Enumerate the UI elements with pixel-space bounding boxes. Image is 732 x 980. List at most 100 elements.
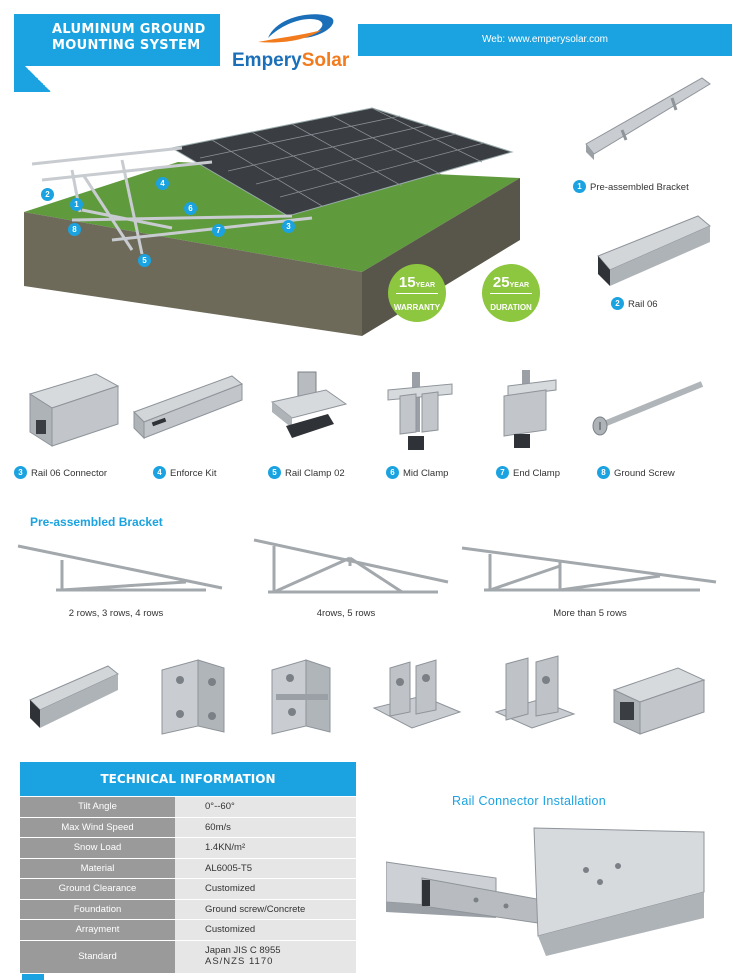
- component-7-label: End Clamp: [513, 468, 560, 480]
- duration-unit: YEAR: [509, 282, 530, 289]
- rail-06-image: [597, 215, 711, 286]
- component-6-label: Mid Clamp: [403, 468, 449, 480]
- spec-key: Material: [20, 858, 175, 878]
- logo-text: EmperySolar: [232, 50, 349, 72]
- spec-key: Tilt Angle: [20, 797, 175, 817]
- component-3-num: 3: [14, 466, 27, 479]
- spec-value: AL6005-T5: [175, 858, 356, 878]
- component-7-caption: 7 End Clamp: [496, 466, 560, 480]
- spec-value: Ground screw/Concrete: [175, 899, 356, 919]
- spec-key: Max Wind Speed: [20, 817, 175, 837]
- base-bracket-image: [372, 659, 462, 729]
- component-8-num: 8: [597, 466, 610, 479]
- callout-8: 8: [68, 223, 81, 236]
- title-banner: ALUMINUM GROUND MOUNTING SYSTEM: [14, 14, 220, 66]
- rear-support-image: [494, 655, 576, 729]
- component-2-caption: 2 Rail 06: [611, 297, 658, 311]
- bracket-section-title: Pre-assembled Bracket: [30, 515, 163, 529]
- mid-clamp-image: [387, 372, 453, 450]
- component-5-caption: 5 Rail Clamp 02: [268, 466, 345, 480]
- page-marker: [22, 974, 44, 980]
- pre-assembled-bracket-image: [585, 77, 711, 160]
- spec-key: Arrayment: [20, 920, 175, 940]
- spec-value: Customized: [175, 920, 356, 940]
- enforce-kit-image: [133, 375, 243, 440]
- component-1-num: 1: [573, 180, 586, 193]
- bracket-variant-1-image: [17, 544, 223, 592]
- component-3-label: Rail 06 Connector: [31, 468, 108, 480]
- component-3-caption: 3 Rail 06 Connector: [14, 466, 108, 480]
- duration-number: 25: [492, 274, 510, 291]
- logo-text-solar: Solar: [301, 50, 350, 71]
- logo: [228, 8, 350, 78]
- duration-badge: 25YEAR DURATION: [482, 264, 540, 322]
- spec-key: Ground Clearance: [20, 879, 175, 899]
- install-section-title: Rail Connector Installation: [452, 794, 607, 808]
- component-8-caption: 8 Ground Screw: [597, 466, 675, 480]
- bracket-variant-1-label: 2 rows, 3 rows, 4 rows: [68, 608, 164, 619]
- mid-connector-image: [271, 659, 331, 735]
- title-banner-tail: [14, 66, 62, 92]
- spec-value: 60m/s: [175, 817, 356, 837]
- component-1-caption: 1 Pre-assembled Bracket: [573, 180, 689, 194]
- component-5-label: Rail Clamp 02: [285, 468, 345, 480]
- technical-info-title: TECHNICAL INFORMATION: [20, 762, 356, 796]
- title-line-2: MOUNTING SYSTEM: [52, 38, 201, 53]
- component-2-label: Rail 06: [628, 299, 658, 311]
- duration-label: DURATION: [490, 303, 532, 312]
- callout-4: 4: [156, 177, 169, 190]
- component-6-num: 6: [386, 466, 399, 479]
- warranty-number: 15: [398, 274, 416, 291]
- component-4-label: Enforce Kit: [170, 468, 217, 480]
- component-6-caption: 6 Mid Clamp: [386, 466, 449, 480]
- bracket-variant-2-image: [253, 538, 449, 594]
- callout-1: 1: [70, 198, 83, 211]
- spec-key: Foundation: [20, 899, 175, 919]
- logo-text-empery: Empery: [232, 50, 302, 71]
- title-line-1: ALUMINUM GROUND: [52, 22, 206, 37]
- bracket-variant-3-image: [461, 546, 717, 592]
- splice-connector-image: [161, 659, 225, 735]
- solar-array-illustration: [24, 107, 520, 336]
- ground-screw-image: [592, 381, 704, 436]
- square-tube-image: [612, 667, 706, 735]
- spec-value-line-1: Japan JIS C 8955: [205, 944, 281, 956]
- rail-connector-installation-image: [386, 826, 710, 976]
- component-7-num: 7: [496, 466, 509, 479]
- callout-5: 5: [138, 254, 151, 267]
- callout-3: 3: [282, 220, 295, 233]
- component-2-num: 2: [611, 297, 624, 310]
- bracket-variant-2-label: 4rows, 5 rows: [316, 608, 376, 619]
- spec-value: 0°--60°: [175, 797, 356, 817]
- callout-7: 7: [212, 224, 225, 237]
- bracket-variant-3-label: More than 5 rows: [553, 608, 627, 619]
- rail-06-connector-image: [28, 373, 120, 447]
- component-8-label: Ground Screw: [614, 468, 675, 480]
- callout-6: 6: [184, 202, 197, 215]
- spec-value: Customized: [175, 879, 356, 899]
- warranty-label: WARRANTY: [393, 303, 441, 312]
- end-clamp-image: [503, 370, 557, 448]
- rail-part-image: [29, 665, 119, 728]
- web-address-bar[interactable]: Web: www.emperysolar.com: [358, 24, 732, 56]
- spec-value-line-2: AS/NZS 1170: [205, 955, 274, 967]
- callout-2: 2: [41, 188, 54, 201]
- component-1-label: Pre-assembled Bracket: [590, 182, 689, 194]
- spec-value: 1.4KN/m²: [175, 838, 356, 858]
- logo-swoosh-icon: [258, 14, 334, 43]
- spec-key: Standard: [20, 940, 175, 973]
- warranty-unit: YEAR: [415, 282, 436, 289]
- warranty-badge: 15YEAR WARRANTY: [388, 264, 446, 322]
- spec-key: Snow Load: [20, 838, 175, 858]
- component-5-num: 5: [268, 466, 281, 479]
